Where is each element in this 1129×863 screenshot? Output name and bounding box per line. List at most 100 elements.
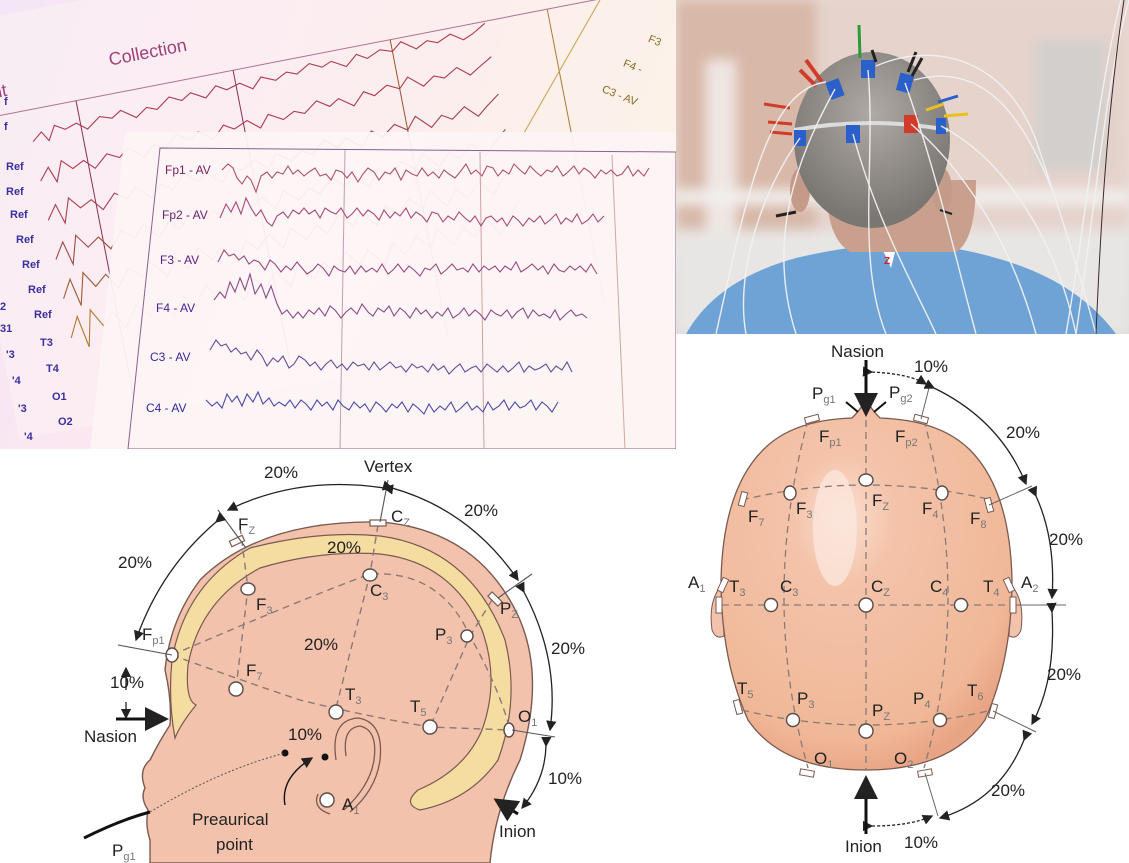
- electrode-cz: [858, 597, 874, 613]
- svg-text:F4: F4: [922, 499, 939, 521]
- svg-text:Ref: Ref: [16, 234, 34, 246]
- ear: [315, 717, 382, 815]
- svg-text:T3: T3: [40, 337, 53, 349]
- svg-text:'4: '4: [24, 431, 34, 443]
- svg-text:F8: F8: [970, 509, 987, 531]
- eeg-printout-photo: tient Collection f f Ref Ref Ref Ref Ref: [0, 0, 676, 449]
- svg-text:20%: 20%: [464, 501, 498, 520]
- inion-arrow: [493, 798, 521, 822]
- svg-text:10%: 10%: [110, 673, 144, 692]
- svg-text:Fp2: Fp2: [895, 427, 918, 449]
- svg-text:20%: 20%: [1047, 665, 1081, 684]
- svg-text:T6: T6: [967, 681, 984, 703]
- svg-text:T5: T5: [410, 697, 427, 719]
- side-electrode-labels: FZ CZ PZ Fp1 F3 C3 P3 F7 T3 T5 O1 A1 Pg1: [112, 507, 537, 863]
- svg-text:T4: T4: [46, 363, 60, 375]
- svg-text:'3: '3: [18, 403, 27, 415]
- electrode-f4: [935, 485, 949, 501]
- svg-text:10%: 10%: [904, 833, 938, 852]
- svg-text:C3: C3: [370, 581, 388, 603]
- electrode-p3: [785, 712, 801, 728]
- side-view-10-20-diagram: Vertex Nasion Inion Preaurical point FZ …: [0, 449, 690, 863]
- side-percentages: 20% 20% 20% 20% 20% 20% 10% 10% 10%: [110, 463, 585, 788]
- electrodes: [763, 473, 969, 739]
- svg-text:Fp1: Fp1: [819, 427, 842, 449]
- svg-text:Ref: Ref: [6, 161, 24, 173]
- svg-text:20%: 20%: [1006, 423, 1040, 442]
- electrode-pz: [858, 723, 874, 739]
- svg-text:20%: 20%: [264, 463, 298, 482]
- electrode-f7: [228, 681, 244, 697]
- svg-text:A1: A1: [342, 795, 359, 817]
- svg-text:20%: 20%: [551, 639, 585, 658]
- svg-text:20%: 20%: [304, 635, 338, 654]
- svg-text:2: 2: [0, 301, 6, 313]
- vertex-label: Vertex: [364, 457, 413, 476]
- side-view-svg: Vertex Nasion Inion Preaurical point FZ …: [83, 457, 585, 863]
- svg-text:FZ: FZ: [872, 491, 889, 513]
- svg-text:20%: 20%: [118, 553, 152, 572]
- measurement-arcs: [120, 480, 557, 810]
- measurement-arcs: [862, 366, 1058, 832]
- shirt-tag: Z: [884, 256, 890, 267]
- svg-text:O1: O1: [52, 391, 67, 403]
- electrode-a1: [319, 792, 335, 808]
- electrode-c3: [362, 568, 378, 582]
- svg-text:O1: O1: [814, 749, 833, 771]
- svg-text:F7: F7: [246, 661, 263, 683]
- svg-text:Ref: Ref: [10, 209, 28, 221]
- svg-text:T3: T3: [729, 577, 746, 599]
- preaurical-label-line2: point: [216, 835, 253, 854]
- svg-text:F3: F3: [796, 499, 813, 521]
- svg-text:O2: O2: [58, 416, 73, 428]
- svg-text:O1: O1: [518, 707, 537, 729]
- svg-text:Pg2: Pg2: [889, 383, 913, 405]
- eeg-traces: [205, 162, 650, 415]
- svg-text:31: 31: [0, 323, 12, 335]
- back-sheet-left-labels: f f Ref Ref Ref Ref Ref Ref Ref T3 T4 O1…: [0, 96, 73, 443]
- preaurical-label: Preaurical: [192, 810, 269, 829]
- svg-text:CZ: CZ: [871, 577, 890, 599]
- svg-text:10%: 10%: [288, 725, 322, 744]
- channel-label-f3: F3 - AV: [160, 253, 199, 267]
- svg-text:C3: C3: [780, 577, 798, 599]
- channel-label-c4: C4 - AV: [146, 401, 186, 415]
- top-view-10-20-diagram: Nasion Inion Pg1 Pg2 Fp1 Fp2 F7 F3 FZ F4…: [676, 334, 1129, 863]
- svg-text:A2: A2: [1021, 573, 1038, 595]
- electrode-f3: [240, 582, 256, 596]
- svg-text:F3: F3: [646, 33, 662, 49]
- svg-text:T3: T3: [345, 685, 362, 707]
- svg-text:20%: 20%: [991, 781, 1025, 800]
- svg-text:10%: 10%: [914, 357, 948, 376]
- svg-text:T5: T5: [737, 679, 754, 701]
- svg-text:C4: C4: [930, 577, 948, 599]
- svg-text:Ref: Ref: [6, 186, 24, 198]
- electrode-p3: [460, 629, 474, 643]
- channel-label-fp2: Fp2 - AV: [162, 208, 208, 222]
- electrode-p4: [932, 712, 948, 728]
- pg1-pointer: [83, 810, 151, 840]
- top-electrode-labels: Pg1 Pg2 Fp1 Fp2 F7 F3 FZ F4 F8 A1 T3 C3 …: [688, 383, 1038, 771]
- svg-text:PZ: PZ: [500, 599, 518, 621]
- svg-text:P3: P3: [797, 689, 814, 711]
- svg-text:Pg1: Pg1: [812, 384, 836, 406]
- svg-text:Fp1: Fp1: [142, 625, 165, 647]
- channel-labels: Fp1 - AV Fp2 - AV F3 - AV F4 - AV C3 - A…: [146, 163, 211, 415]
- patient-electrodes-photo: Z: [676, 0, 1129, 334]
- cap-markers: [228, 519, 503, 607]
- svg-text:f: f: [4, 121, 8, 133]
- svg-text:CZ: CZ: [391, 507, 410, 529]
- svg-text:FZ: FZ: [238, 515, 255, 537]
- svg-text:A1: A1: [688, 573, 705, 595]
- svg-text:PZ: PZ: [872, 701, 890, 723]
- svg-text:20%: 20%: [1049, 530, 1083, 549]
- channel-label-c3: C3 - AV: [150, 350, 190, 364]
- channel-label-f4: F4 - AV: [156, 301, 195, 315]
- channel-label-fp1: Fp1 - AV: [165, 163, 211, 177]
- electrode-c3: [763, 597, 779, 613]
- inion-label: Inion: [499, 822, 536, 841]
- electrode-fz: [858, 473, 874, 487]
- skull-band: [169, 533, 512, 811]
- blue-shirt: [686, 244, 1116, 334]
- top-inion-label: Inion: [845, 837, 882, 856]
